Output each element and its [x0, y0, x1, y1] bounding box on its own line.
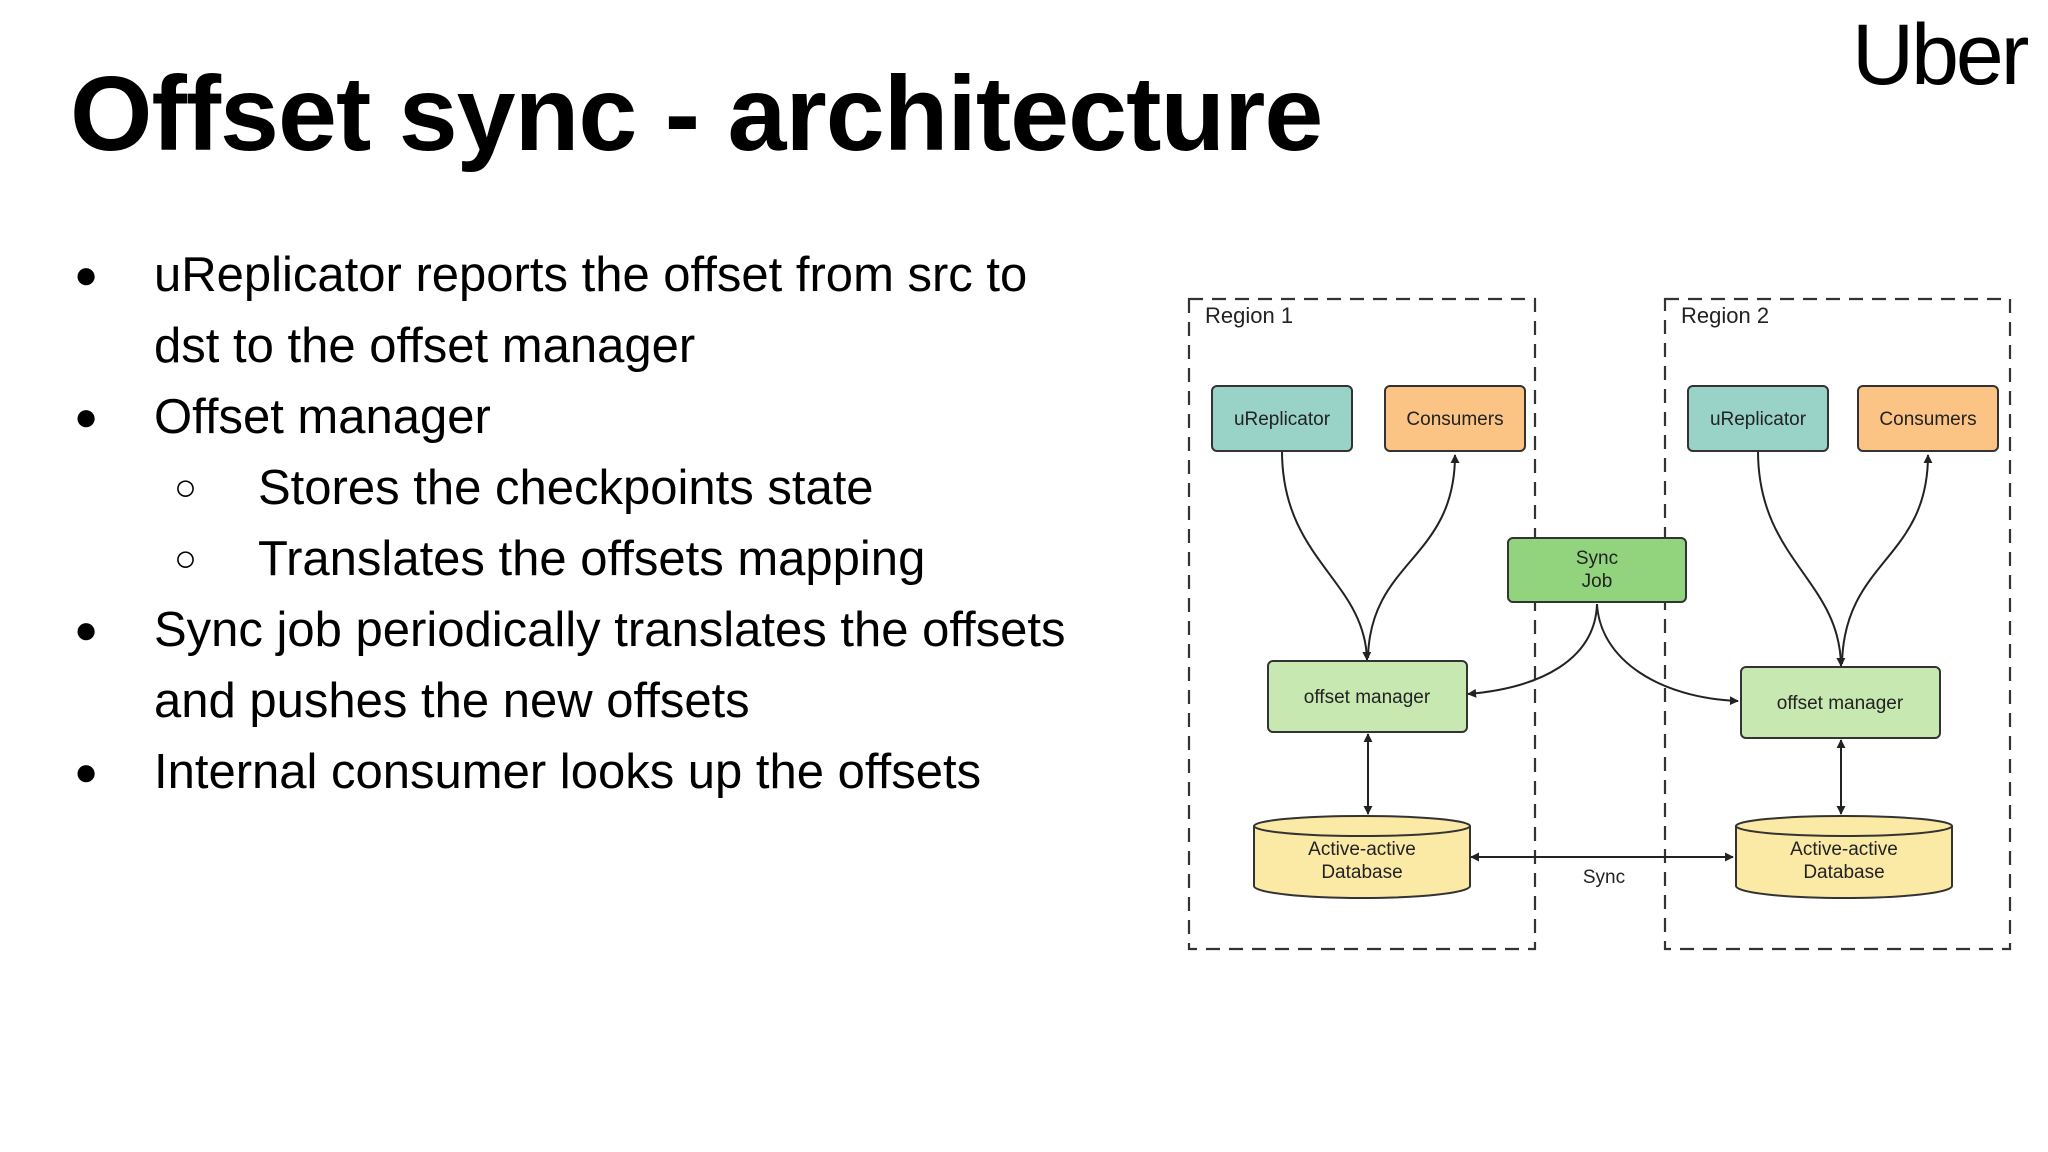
sync-job-label-line2: Job	[1582, 571, 1613, 592]
bullet-dot-icon: ●	[74, 395, 99, 439]
arrow-ureplicator2-to-offset-manager2	[1757, 450, 1846, 667]
ureplicator-node-2: uReplicator	[1687, 385, 1829, 452]
database-node-1-label-line1: Active-active	[1308, 839, 1416, 860]
bullet-dot-icon: ●	[74, 750, 99, 794]
bullet-circle-icon: ○	[174, 538, 197, 580]
database-node-2-label-line1: Active-active	[1790, 839, 1898, 860]
database-node-2: Active-active Database	[1735, 815, 1953, 899]
region-1: Region 1	[1187, 297, 1537, 951]
ureplicator-node-1: uReplicator	[1211, 385, 1353, 452]
bullet-item: ● Sync job periodically translates the o…	[70, 595, 1150, 737]
region-2-label: Region 2	[1681, 303, 1769, 328]
consumers-node-2: Consumers	[1857, 385, 1999, 452]
database-sync-label: Sync	[1583, 867, 1625, 888]
arrow-offset-manager1-to-consumers1	[1367, 454, 1460, 659]
uber-logo: Uber	[1852, 7, 2029, 103]
bullet-dot-icon: ●	[74, 608, 99, 652]
bullet-line: Stores the checkpoints state	[258, 461, 874, 515]
bullet-item: ● uReplicator reports the offset from sr…	[70, 240, 1150, 382]
bullet-item: ● Offset manager	[70, 382, 1150, 453]
bullet-line: and pushes the new offsets	[154, 674, 750, 728]
bullet-circle-icon: ○	[174, 467, 197, 509]
arrow-ureplicator1-to-offset-manager1	[1281, 450, 1372, 661]
arrow-sync-job-to-offset-manager2	[1596, 603, 1739, 706]
offset-manager-node-2-label: offset manager	[1777, 693, 1904, 714]
database-node-1: Active-active Database	[1253, 815, 1471, 899]
arrow-sync-job-to-offset-manager1	[1467, 603, 1598, 698]
region-1-label: Region 1	[1205, 303, 1293, 328]
bullet-line: Offset manager	[154, 390, 491, 444]
region-2: Region 2	[1663, 297, 2012, 951]
sync-job-label-line1: Sync	[1576, 548, 1618, 569]
database-node-2-label-line2: Database	[1803, 862, 1884, 883]
arrow-offset-manager2-to-consumers2	[1841, 454, 1933, 665]
bullet-list: ● uReplicator reports the offset from sr…	[70, 240, 1150, 808]
offset-manager-node-2: offset manager	[1740, 666, 1941, 739]
sub-bullet-item: ○ Translates the offsets mapping	[70, 524, 1150, 595]
consumers-node-1: Consumers	[1384, 385, 1526, 452]
bullet-line: Translates the offsets mapping	[258, 532, 926, 586]
sub-bullet-item: ○ Stores the checkpoints state	[70, 453, 1150, 524]
bullet-dot-icon: ●	[74, 253, 99, 297]
database-node-1-label-line2: Database	[1321, 862, 1402, 883]
ureplicator-node-1-label: uReplicator	[1234, 409, 1331, 430]
slide-title: Offset sync - architecture	[70, 55, 1323, 173]
bullet-line: dst to the offset manager	[154, 319, 696, 373]
consumers-node-1-label: Consumers	[1406, 409, 1503, 430]
offset-manager-node-1: offset manager	[1267, 660, 1468, 733]
offset-manager-node-1-label: offset manager	[1304, 687, 1431, 708]
bullet-line: uReplicator reports the offset from src …	[154, 248, 1028, 302]
connectors	[1281, 450, 1933, 862]
bullet-line: Sync job periodically translates the off…	[154, 603, 1066, 657]
bullet-line: Internal consumer looks up the offsets	[154, 745, 982, 799]
bullet-item: ● Internal consumer looks up the offsets	[70, 737, 1150, 808]
sync-job-node: Sync Job	[1507, 537, 1687, 603]
consumers-node-2-label: Consumers	[1879, 409, 1976, 430]
ureplicator-node-2-label: uReplicator	[1710, 409, 1807, 430]
